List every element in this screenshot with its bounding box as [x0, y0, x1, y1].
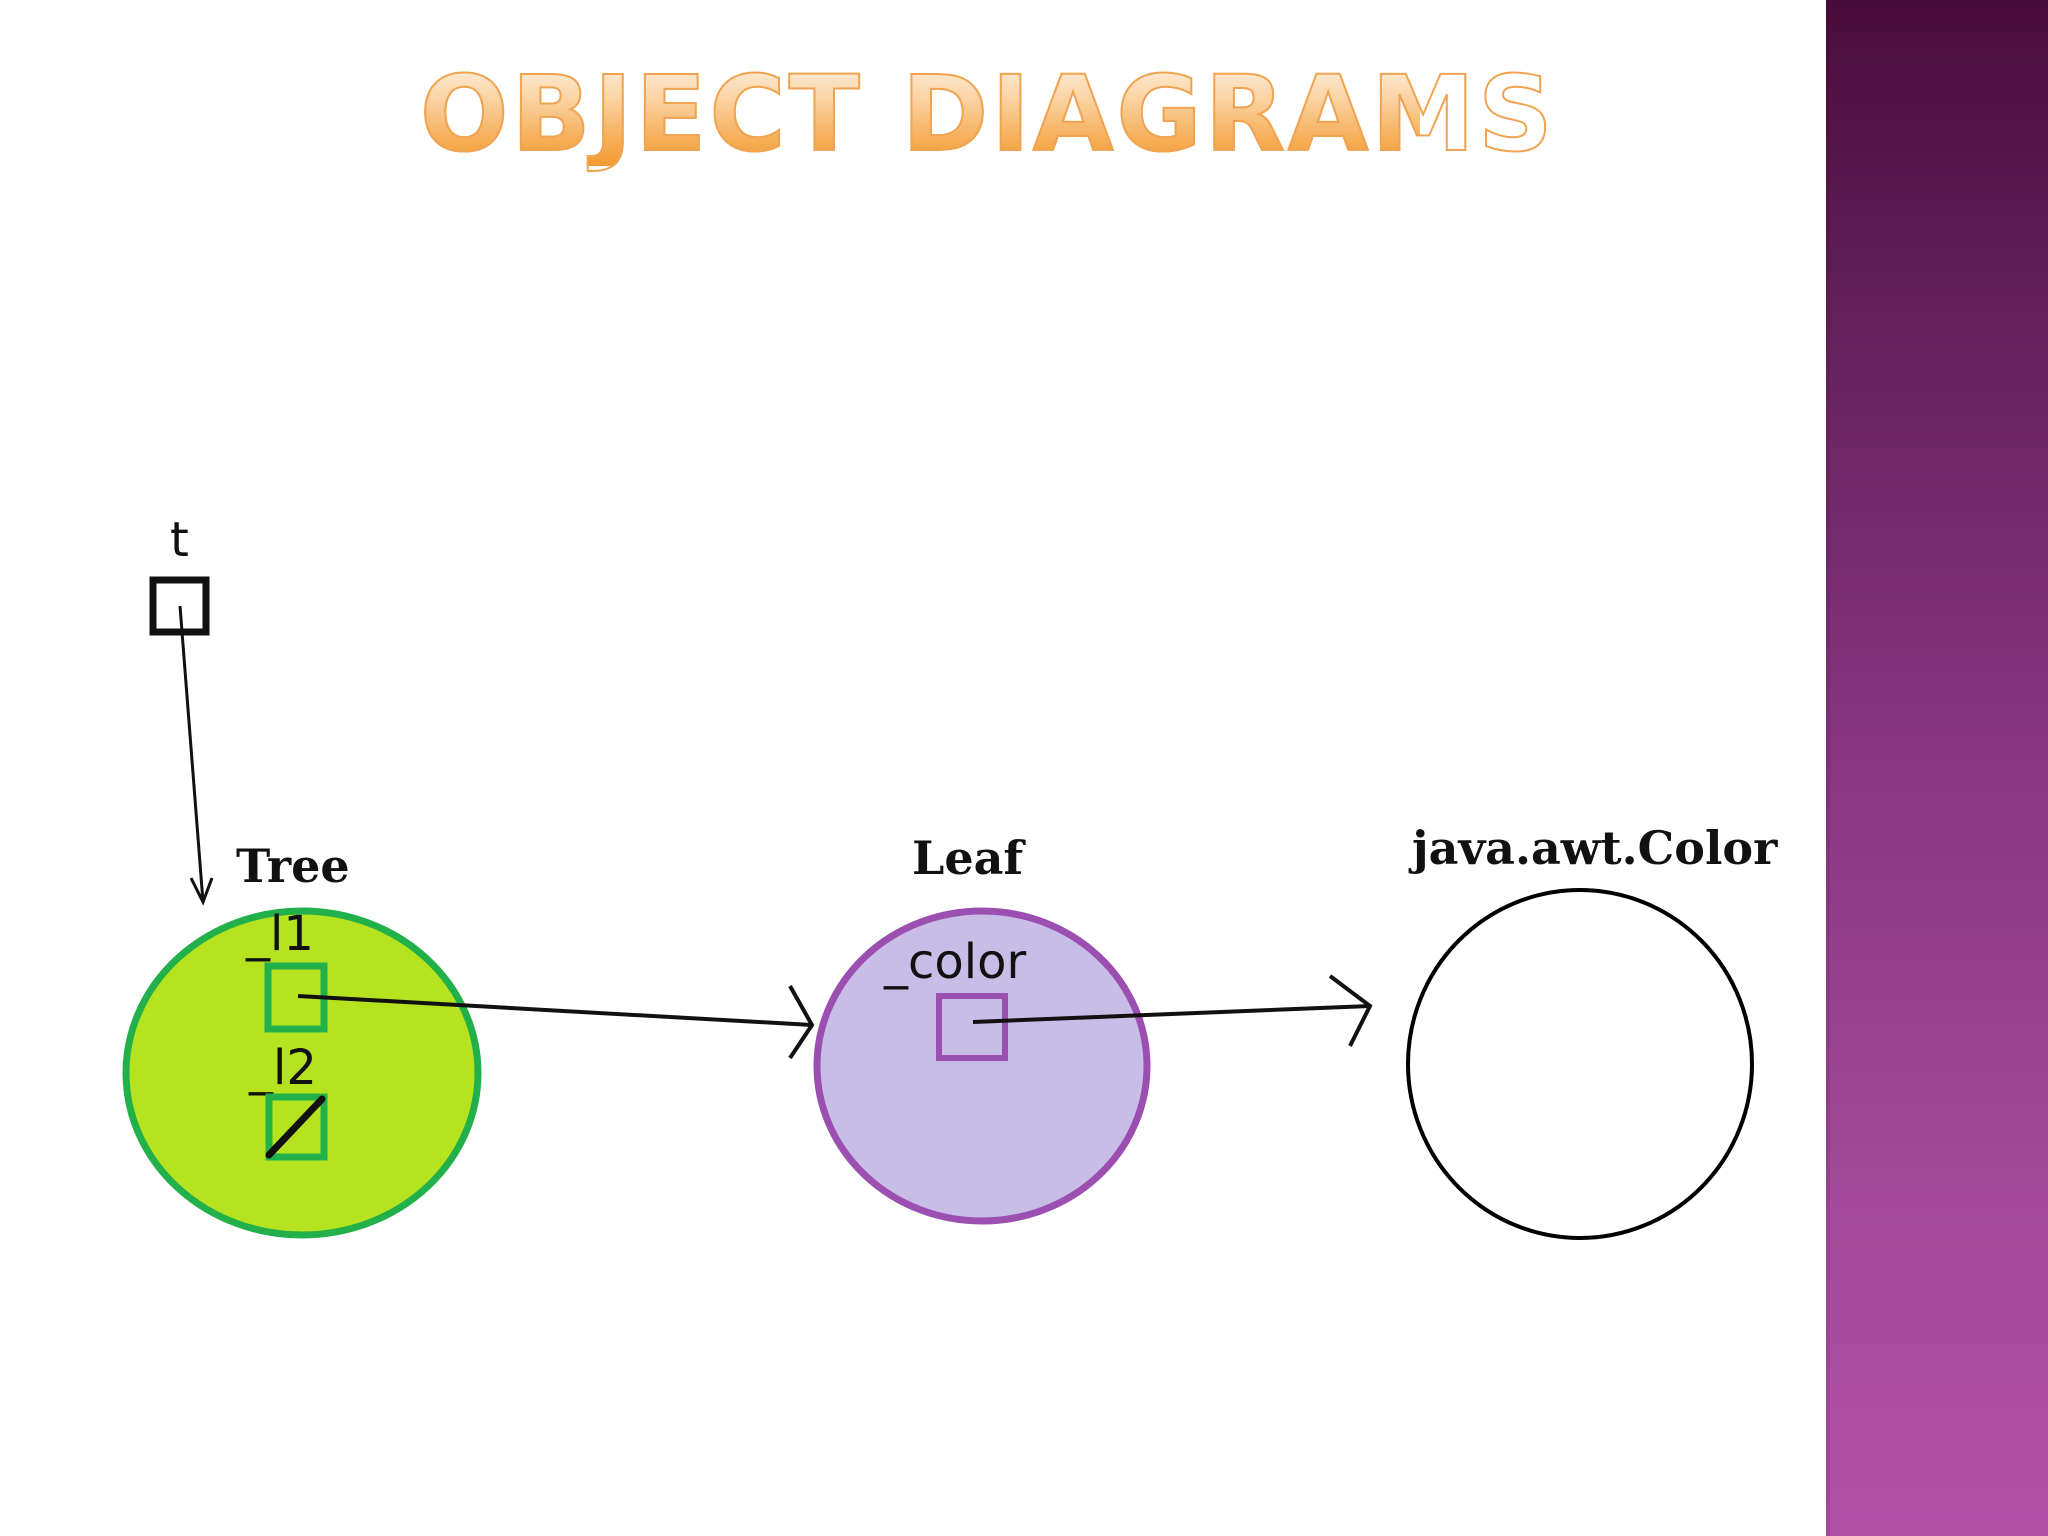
arrow-color-to-color-object-head: [1328, 974, 1373, 1047]
tree-object: [122, 907, 482, 1239]
leaf-object: [813, 907, 1151, 1225]
arrow-t-to-tree-head: [189, 877, 214, 906]
arrow-l1-to-leaf-shaft: [297, 994, 813, 1027]
leaf-field-color-label: _color: [883, 934, 1026, 990]
variable-t-box: [149, 576, 210, 636]
leaf-object-label: Leaf: [912, 831, 1026, 885]
arrow-t-to-tree-shaft: [178, 605, 205, 903]
color-object-label: java.awt.Color: [1408, 821, 1778, 875]
decorative-side-band: [1826, 0, 2048, 1536]
side-band-edge: [1826, 0, 1830, 1536]
slide-title: OBJECT DIAGRAMS: [419, 53, 1556, 175]
tree-field-l2-box: [265, 1093, 328, 1161]
arrow-color-to-color-object-shaft: [972, 1004, 1371, 1024]
arrow-l1-to-leaf-head: [788, 985, 815, 1060]
tree-object-label: Tree: [236, 839, 350, 893]
null-reference-slash: [265, 1095, 326, 1159]
variable-t-label: t: [170, 512, 189, 568]
color-object: [1406, 888, 1754, 1240]
tree-field-l1-label: _l1: [245, 906, 314, 962]
leaf-field-color-box: [936, 993, 1008, 1061]
tree-field-l2-label: _l2: [248, 1040, 317, 1096]
